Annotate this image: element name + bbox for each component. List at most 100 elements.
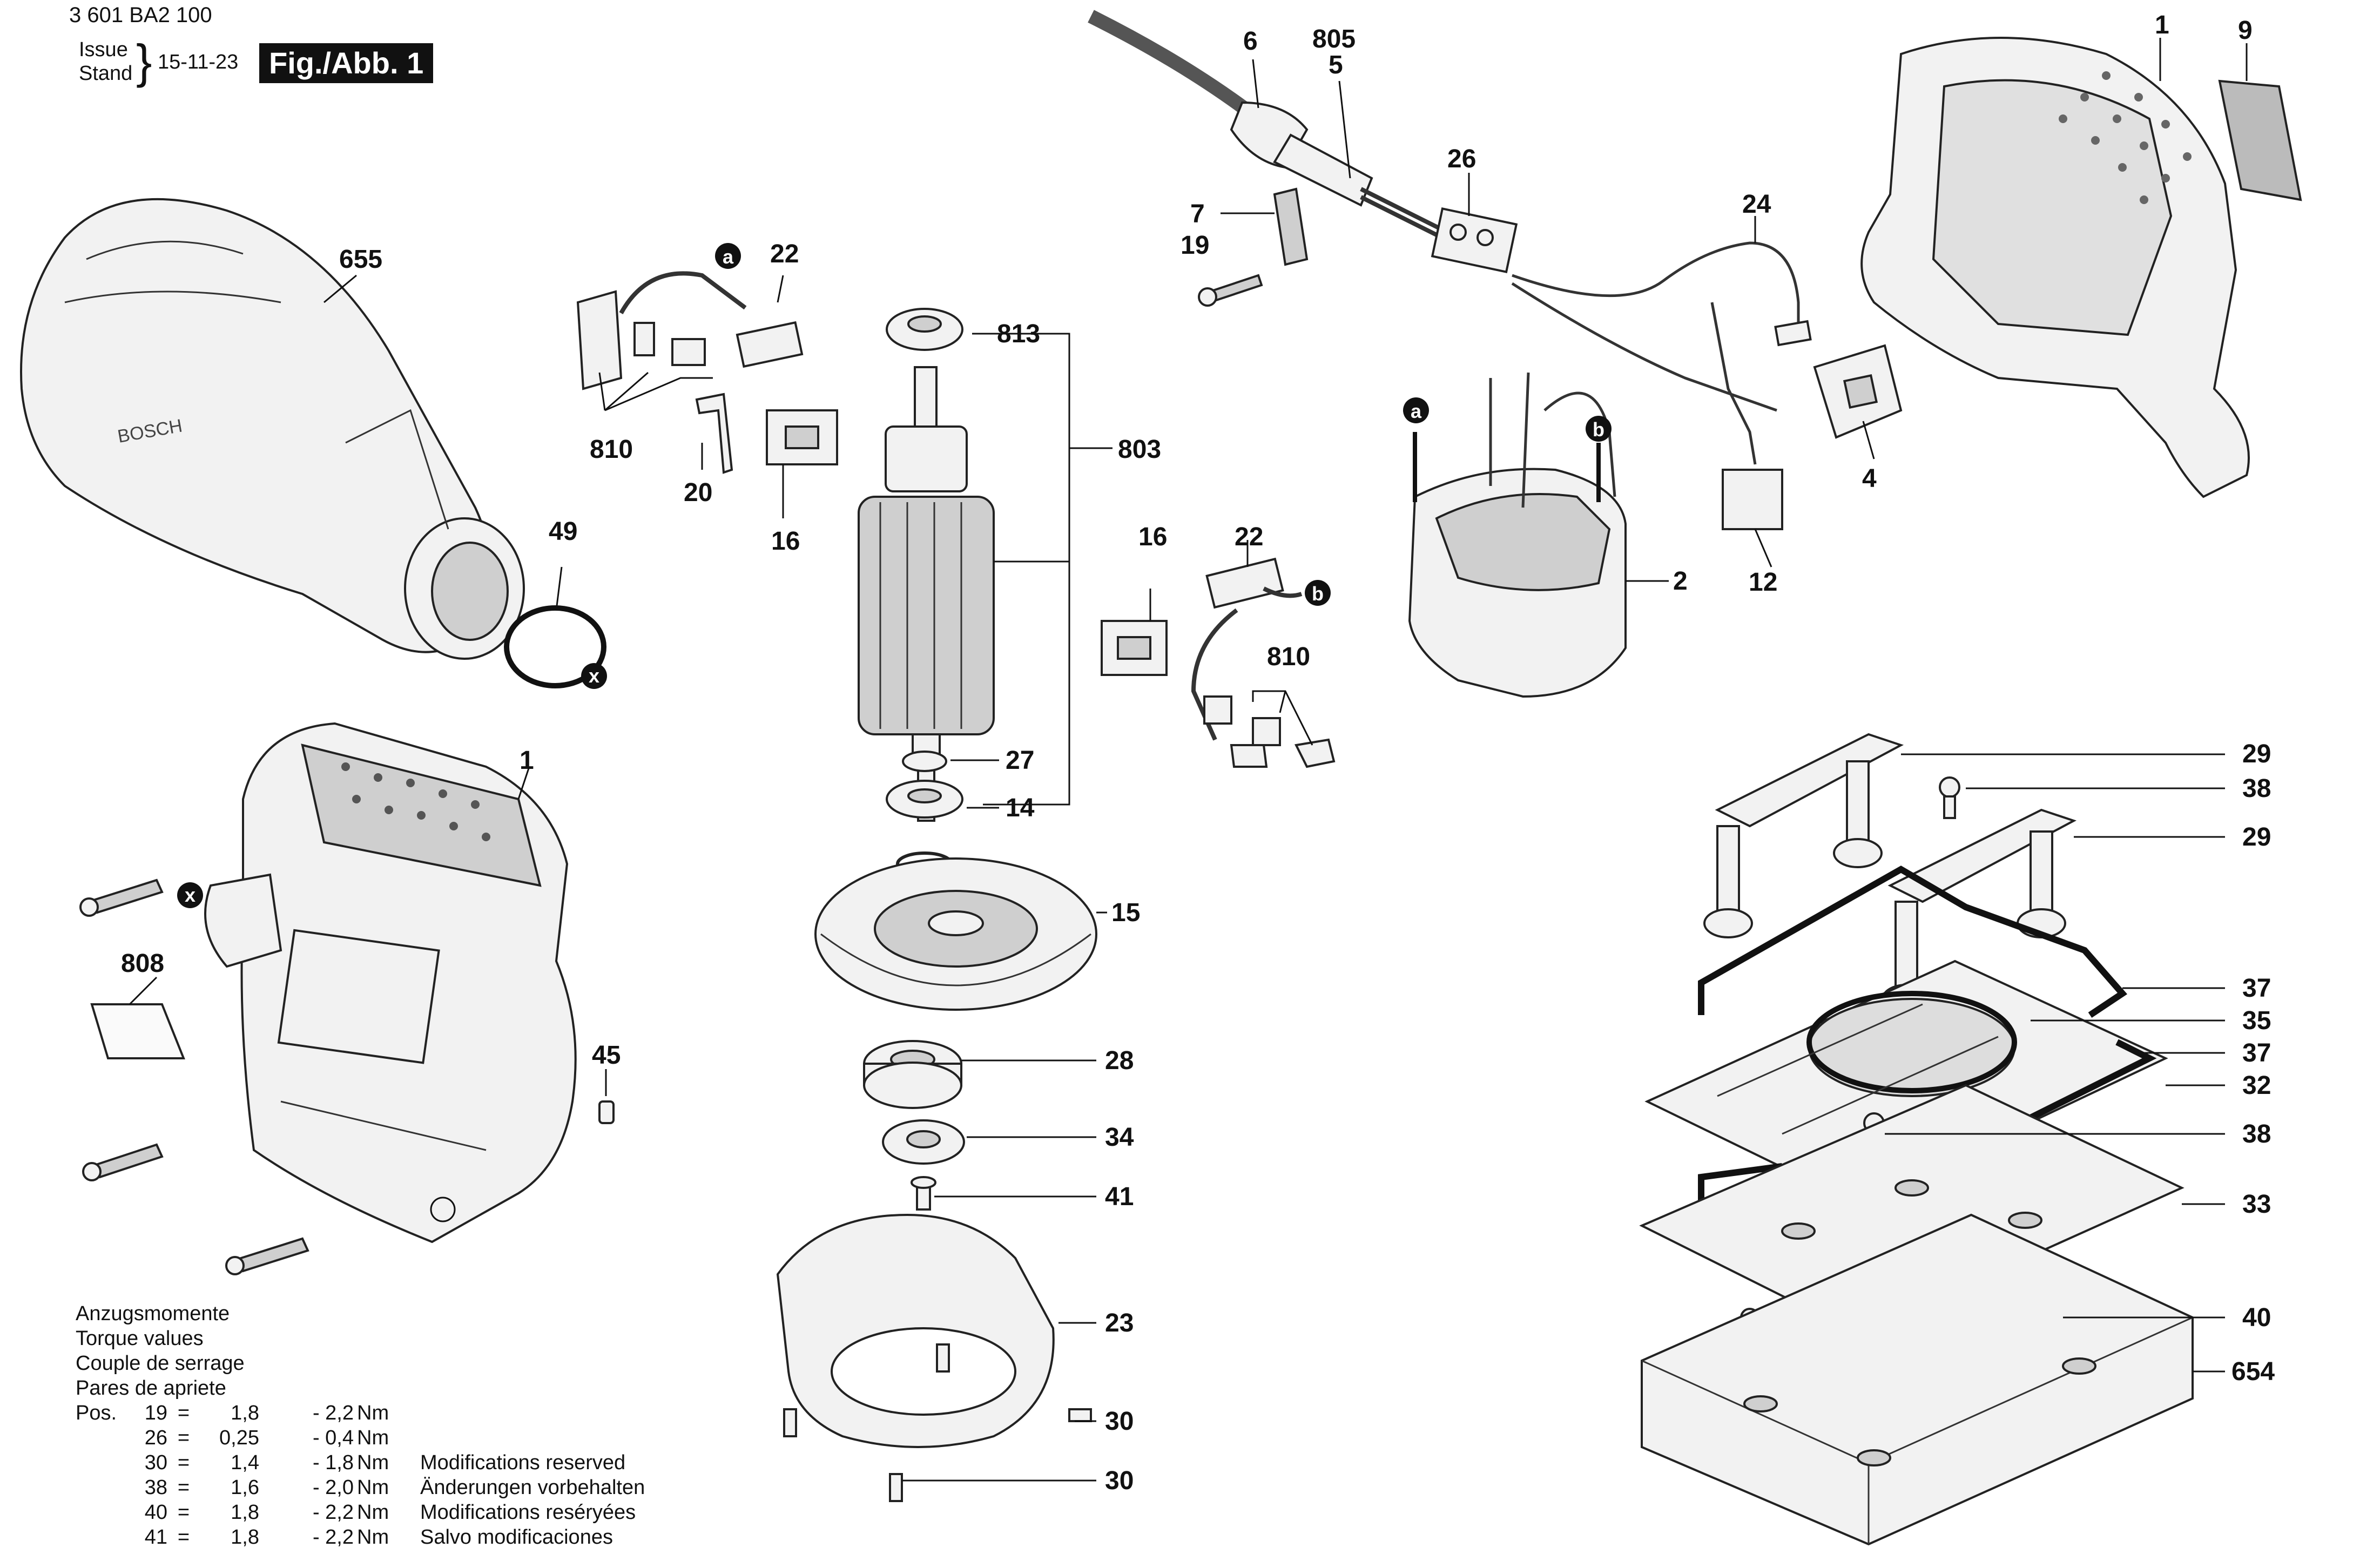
- modifications-fr: Modifications reséryées: [420, 1501, 636, 1524]
- torque-pos: 38: [144, 1476, 167, 1499]
- marker-x-ring: x: [589, 665, 599, 687]
- marker-a-right: a: [1411, 400, 1422, 422]
- part-24-wires: [1512, 241, 1800, 335]
- callout-19: 19: [1181, 231, 1209, 260]
- callout-810-right: 810: [1267, 643, 1310, 671]
- callout-45: 45: [592, 1041, 621, 1070]
- brush-holder-assembly-right: [1101, 557, 1336, 768]
- callout-5: 5: [1329, 51, 1343, 79]
- bearing-eccentric-stack: [863, 1040, 965, 1211]
- callout-22-left: 22: [770, 240, 799, 268]
- callout-4: 4: [1862, 464, 1877, 493]
- torque-row: 38 = 1,6 - 2,0 Nm: [76, 1475, 389, 1500]
- torque-row: 30 = 1,4 - 1,8 Nm: [76, 1450, 389, 1475]
- torque-row: 26 = 0,25 - 0,4 Nm: [76, 1425, 389, 1450]
- torque-min: 1,8: [231, 1526, 259, 1549]
- callout-2: 2: [1673, 567, 1688, 596]
- callout-38-top: 38: [2242, 774, 2271, 803]
- issue-date: 15-11-23: [158, 51, 239, 73]
- callout-numbers: 655 49 22 810 20 16 813 803 27 14 15 28 …: [121, 11, 2275, 1495]
- part-12-suppressor: [1710, 302, 1783, 530]
- torque-pos: 26: [144, 1427, 167, 1449]
- callout-655: 655: [339, 245, 382, 274]
- torque-title-fr: Couple de serrage: [76, 1352, 245, 1375]
- callout-49: 49: [549, 517, 577, 546]
- callout-40: 40: [2242, 1303, 2271, 1332]
- callout-813: 813: [997, 320, 1040, 348]
- issue-stand-labels: Issue Stand: [79, 38, 132, 85]
- part-37-spring-wire-upper: [1698, 866, 2128, 1018]
- callout-808: 808: [121, 949, 164, 978]
- callout-35: 35: [2242, 1006, 2271, 1035]
- part-24-wires-2: [1511, 282, 1777, 412]
- torque-unit: Nm: [357, 1501, 389, 1524]
- torque-pos: 41: [144, 1526, 167, 1549]
- callout-12: 12: [1749, 568, 1777, 597]
- torque-max: - 0,4: [312, 1427, 354, 1449]
- callout-1-lower: 1: [520, 746, 534, 775]
- torque-row: 40 = 1,8 - 2,2 Nm: [76, 1500, 389, 1525]
- torque-unit: Nm: [357, 1427, 389, 1449]
- torque-eq: =: [177, 1526, 190, 1549]
- callout-30-upper: 30: [1105, 1407, 1134, 1436]
- callout-33: 33: [2242, 1190, 2271, 1219]
- housing-screws: [79, 878, 309, 1275]
- part-654-sanding-pad: [1641, 1213, 2194, 1546]
- marker-b-brush: b: [1312, 583, 1324, 605]
- torque-title-en: Torque values: [76, 1327, 204, 1350]
- torque-unit: Nm: [357, 1451, 389, 1474]
- callout-20: 20: [684, 478, 712, 507]
- callout-14: 14: [1006, 794, 1035, 822]
- torque-max: - 2,2: [312, 1501, 354, 1524]
- torque-min: 1,8: [231, 1402, 259, 1424]
- part-4-switch: [1774, 320, 1903, 439]
- marker-a-left: a: [723, 246, 734, 268]
- torque-eq: =: [177, 1402, 190, 1424]
- callout-38-mid: 38: [2242, 1120, 2271, 1148]
- callout-805: 805: [1312, 25, 1356, 53]
- callout-37-upper: 37: [2242, 974, 2271, 1003]
- callout-29-front: 29: [2242, 823, 2271, 851]
- torque-max: - 2,2: [312, 1526, 354, 1549]
- part-655-dust-box: BOSCH: [20, 198, 525, 660]
- part-29-rear-bracket: [1703, 733, 1904, 938]
- part-49-o-ring: [504, 605, 606, 688]
- brace-glyph: }: [136, 35, 152, 88]
- torque-unit: Nm: [357, 1476, 389, 1499]
- torque-eq: =: [177, 1451, 190, 1474]
- callout-7: 7: [1190, 200, 1205, 228]
- torque-min: 1,8: [231, 1501, 259, 1524]
- callout-9: 9: [2238, 16, 2253, 45]
- torque-pos: 40: [144, 1501, 167, 1524]
- callout-26: 26: [1447, 145, 1476, 173]
- connection-markers: a a b b x x: [177, 243, 1612, 908]
- torque-min: 1,4: [231, 1451, 259, 1474]
- torque-table: Anzugsmomente Torque values Couple de se…: [76, 1301, 389, 1550]
- callout-37-lower: 37: [2242, 1039, 2271, 1067]
- callout-23: 23: [1105, 1309, 1134, 1337]
- stand-label: Stand: [79, 62, 133, 85]
- modifications-note: Modifications reserved Änderungen vorbeh…: [420, 1450, 645, 1550]
- modifications-en: Modifications reserved: [420, 1451, 626, 1474]
- torque-unit: Nm: [357, 1526, 389, 1549]
- torque-title-es: Pares de apriete: [76, 1377, 226, 1400]
- callout-41: 41: [1105, 1182, 1134, 1211]
- part-38-screw-top: [1939, 776, 1960, 819]
- torque-min: 0,25: [219, 1427, 259, 1449]
- armature-assembly: [858, 308, 995, 876]
- part-1-housing-upper: [1860, 37, 2250, 498]
- torque-title-de: Anzugsmomente: [76, 1302, 230, 1325]
- cord-clamp-and-screw: [1198, 187, 1309, 307]
- callout-15: 15: [1111, 898, 1140, 927]
- torque-max: - 2,0: [312, 1476, 354, 1499]
- document-number: 3 601 BA2 100: [69, 3, 212, 27]
- torque-eq: =: [177, 1501, 190, 1524]
- marker-x-housing: x: [185, 884, 195, 906]
- part-45-pin: [598, 1100, 615, 1124]
- leader-lines: [129, 38, 2248, 1482]
- modifications-es: Salvo modificaciones: [420, 1526, 613, 1549]
- part-1-housing-lower: [204, 722, 577, 1243]
- part-23-fan-shroud: [776, 1213, 1092, 1502]
- callout-27: 27: [1006, 746, 1034, 775]
- modifications-de: Änderungen vorbehalten: [420, 1476, 645, 1499]
